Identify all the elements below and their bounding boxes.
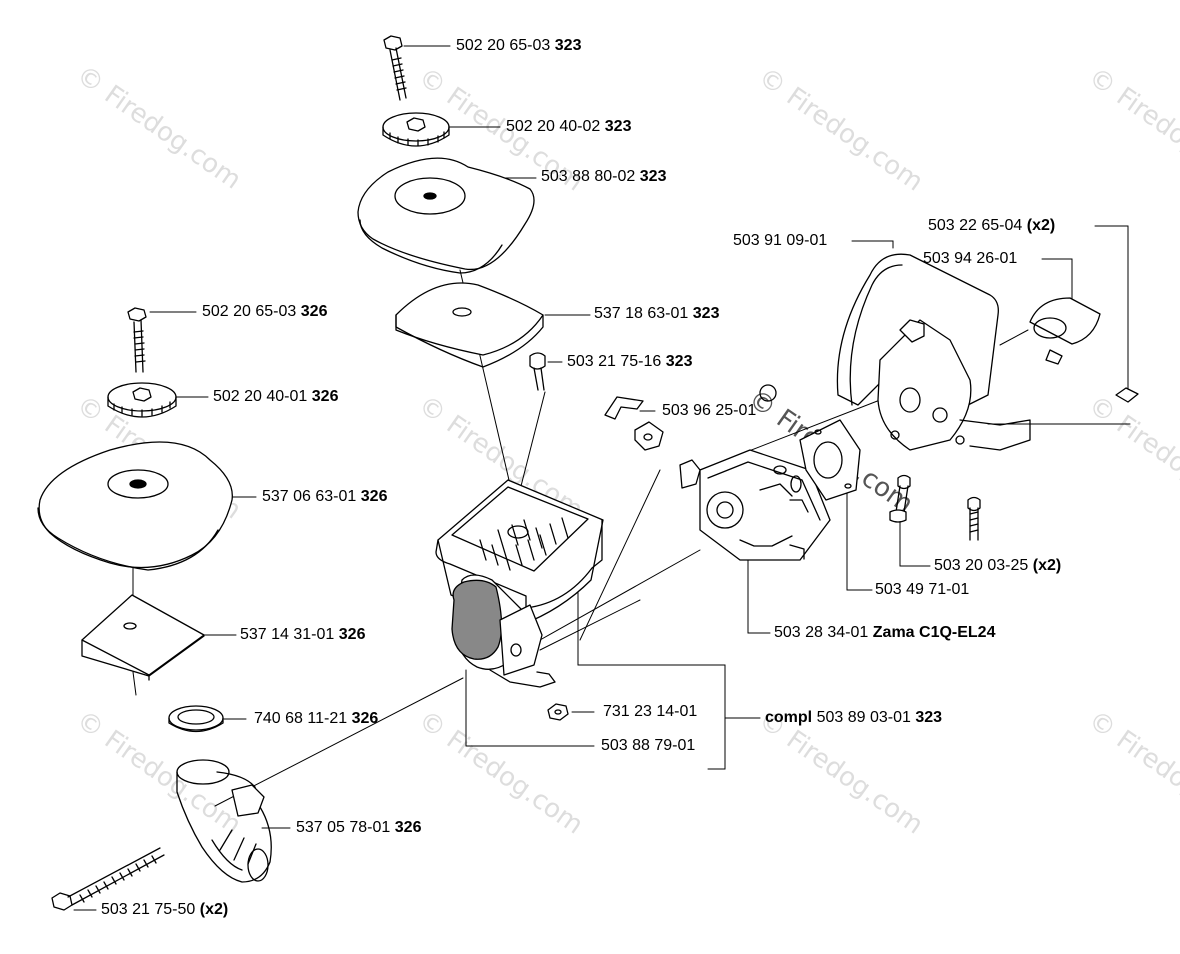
cover-top-323 (357, 157, 535, 274)
carburettor-body (679, 449, 831, 561)
small-fitting (634, 421, 664, 451)
cover-left-326 (37, 441, 233, 571)
part-label: 503 94 26-01 (923, 250, 1018, 267)
filter-left-326 (81, 594, 205, 681)
long-bolt-326 (51, 847, 165, 911)
knob-top-323 (382, 112, 450, 147)
part-label: 537 05 78-01 326 (296, 819, 422, 836)
part-label: 503 91 09-01 (733, 232, 828, 249)
filter-top-323 (395, 282, 544, 368)
knob-left-326 (107, 382, 177, 418)
part-label: 503 21 75-50 (x2) (101, 901, 229, 918)
air-box-housing (435, 479, 604, 688)
part-label: 503 20 03-25 (x2) (934, 557, 1062, 574)
part-label: 502 20 40-02 323 (506, 118, 632, 135)
part-label: 502 20 40-01 326 (213, 388, 339, 405)
part-label: 537 06 63-01 326 (262, 488, 388, 505)
part-label: compl 503 89 03-01 323 (765, 709, 943, 726)
part-label: 503 22 65-04 (x2) (928, 217, 1056, 234)
small-clip (1115, 387, 1139, 403)
part-label: 503 28 34-01 Zama C1Q-EL24 (774, 624, 996, 641)
part-label: 503 21 75-16 323 (567, 353, 693, 370)
screw-right-1 (889, 474, 911, 523)
part-label: 537 14 31-01 326 (240, 626, 366, 643)
part-label: 731 23 14-01 (603, 703, 698, 720)
part-label: 503 96 25-01 (662, 402, 757, 419)
part-label: 740 68 11-21 326 (254, 710, 379, 727)
carb-adaptor (877, 319, 1031, 451)
screw-left-326 (127, 307, 147, 373)
part-label: 537 18 63-01 323 (594, 305, 720, 322)
part-label: 503 49 71-01 (875, 581, 970, 598)
boot-sleeve (1029, 297, 1101, 365)
part-label: 503 88 79-01 (601, 737, 696, 754)
copyright-symbol-mark (759, 384, 777, 402)
part-label: 502 20 65-03 323 (456, 37, 582, 54)
screw-right-2 (967, 496, 981, 541)
screw-top-323 (383, 35, 407, 101)
part-label: 502 20 65-03 326 (202, 303, 328, 320)
hex-nut (547, 703, 569, 721)
intake-elbow-326 (176, 759, 272, 883)
throttle-link (604, 396, 644, 420)
gasket (799, 419, 861, 501)
screw-small-323 (529, 352, 546, 391)
seal-ring-326 (168, 705, 224, 733)
part-label: 503 88 80-02 323 (541, 168, 667, 185)
